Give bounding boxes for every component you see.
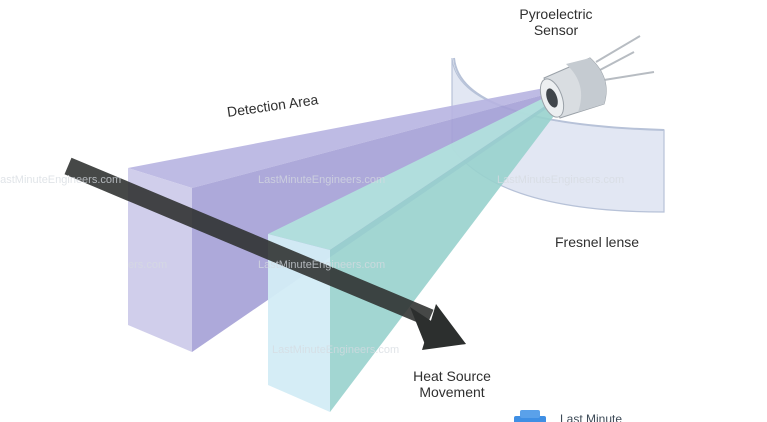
watermark: LastMinuteEngineers.com <box>258 259 386 271</box>
watermark: LastMinuteEngineers.com <box>497 174 625 186</box>
logo-text: Last Minute <box>560 412 623 422</box>
fresnel-lense-label: Fresnel lense <box>555 234 640 250</box>
heat-source-label-line2: Movement <box>419 384 485 400</box>
sensor-label-line2: Sensor <box>533 22 579 38</box>
heat-source-label-line1: Heat Source <box>413 368 491 384</box>
heat-source-arrow <box>64 157 466 350</box>
pyroelectric-sensor <box>539 35 655 119</box>
detection-beam-cyan <box>268 89 566 412</box>
heat-source-label: Heat Source Movement <box>398 368 506 400</box>
watermark: LastMinuteEngineers.com <box>0 174 122 186</box>
watermark: ers.com <box>128 259 168 271</box>
sensor-label-line1: Pyroelectric <box>519 6 593 22</box>
sensor-label: Pyroelectric Sensor <box>508 6 604 38</box>
watermark: LastMinuteEngineers.com <box>272 344 400 356</box>
watermark: LastMinuteEngineers.com <box>258 174 386 186</box>
last-minute-logo-icon <box>514 410 546 422</box>
